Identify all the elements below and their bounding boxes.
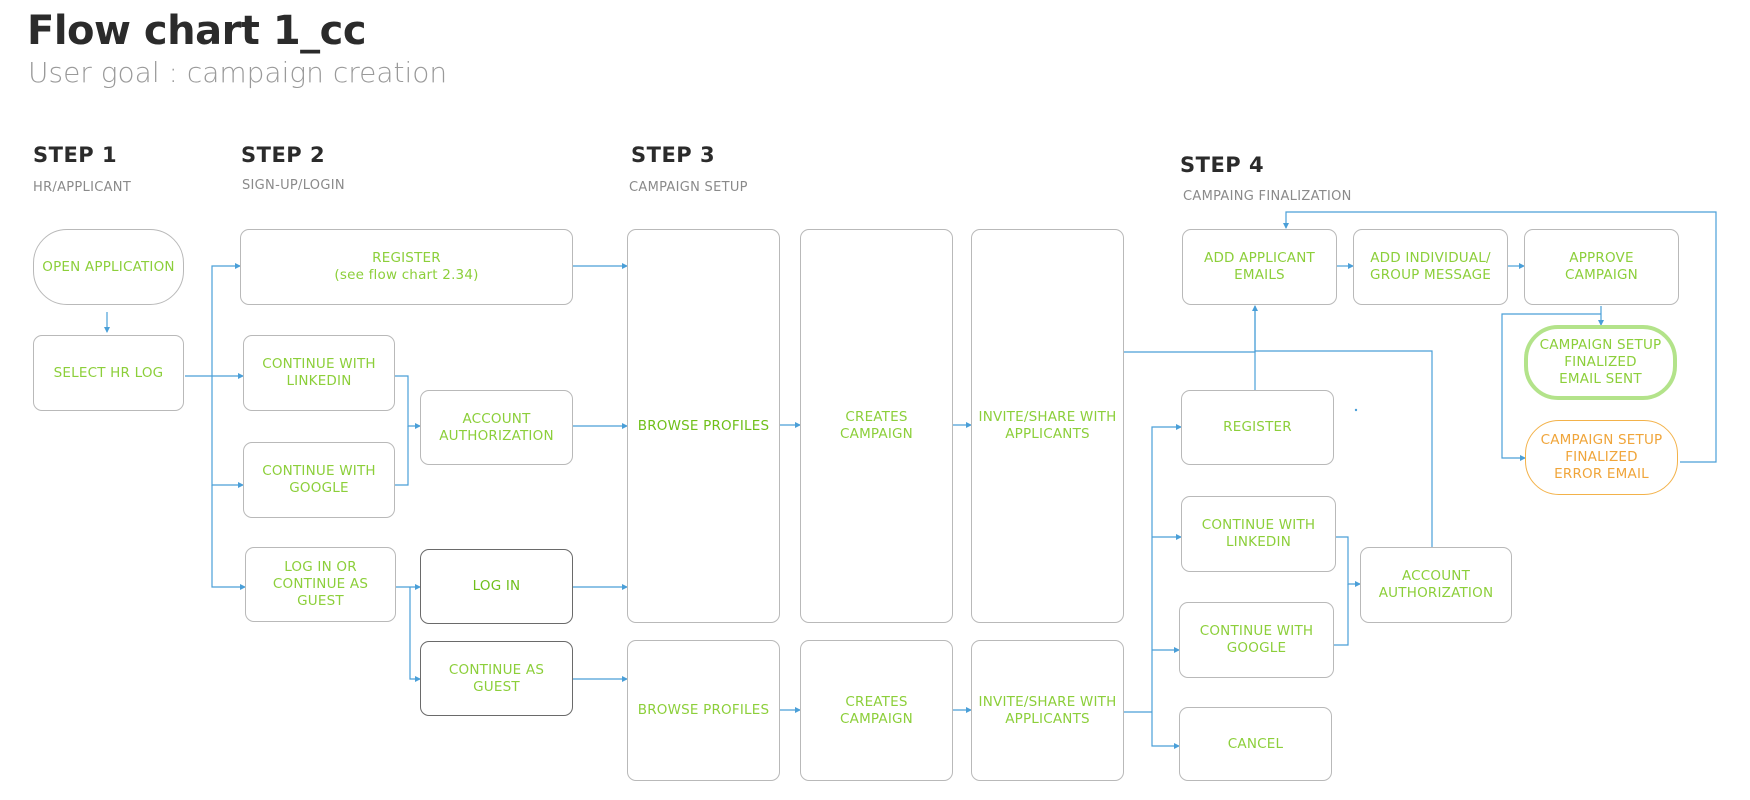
edge-invite2-register	[1151, 424, 1182, 712]
node-add-message[interactable]: ADD INDIVIDUAL/ GROUP MESSAGE	[1353, 229, 1508, 305]
node-add-applicant-emails[interactable]: ADD APPLICANT EMAILS	[1182, 229, 1337, 305]
edge-invite2-cancel	[1151, 712, 1180, 749]
node-login-or-guest[interactable]: LOG IN OR CONTINUE AS GUEST	[245, 547, 396, 622]
node-cancel[interactable]: CANCEL	[1179, 707, 1332, 781]
step-1-title: STEP 1	[33, 143, 118, 167]
node-setup-email-sent[interactable]: CAMPAIGN SETUP FINALIZED EMAIL SENT	[1524, 325, 1677, 400]
edge-linkedin2-auth	[1336, 536, 1361, 587]
node-log-in[interactable]: LOG IN	[420, 549, 573, 624]
edge-linkedin-auth	[395, 375, 421, 429]
node-invite-share-2[interactable]: INVITE/SHARE WITH APPLICANTS	[971, 640, 1124, 781]
node-approve-campaign[interactable]: APPROVE CAMPAIGN	[1524, 229, 1679, 305]
step-2-subtitle: SIGN-UP/LOGIN	[242, 178, 345, 193]
node-register-2[interactable]: REGISTER	[1181, 390, 1334, 465]
node-creates-campaign-2[interactable]: CREATES CAMPAIGN	[800, 640, 953, 781]
edge-to-google	[211, 376, 244, 488]
node-select-hr-log[interactable]: SELECT HR LOG	[33, 335, 184, 411]
node-continue-google-1[interactable]: CONTINUE WITH GOOGLE	[243, 442, 395, 518]
node-browse-profiles-1[interactable]: BROWSE PROFILES	[627, 229, 780, 623]
node-creates-campaign-1[interactable]: CREATES CAMPAIGN	[800, 229, 953, 623]
edge-to-register	[211, 263, 241, 376]
page-title: Flow chart 1_cc	[27, 8, 367, 54]
edge-approve-error	[1501, 313, 1601, 461]
step-2-title: STEP 2	[241, 143, 326, 167]
node-browse-profiles-2[interactable]: BROWSE PROFILES	[627, 640, 780, 781]
edge-google2-auth	[1334, 584, 1349, 646]
edge-to-login-guest	[211, 485, 246, 590]
node-account-authorization-1[interactable]: ACCOUNT AUTHORIZATION	[420, 390, 573, 465]
edge-choice-guest	[409, 587, 421, 682]
step-4-subtitle: CAMPAING FINALIZATION	[1183, 189, 1352, 204]
node-continue-google-2[interactable]: CONTINUE WITH GOOGLE	[1179, 602, 1334, 678]
page-subtitle: User goal : campaign creation	[28, 56, 448, 89]
edge-google-auth	[395, 426, 409, 486]
node-register-top[interactable]: REGISTER (see flow chart 2.34)	[240, 229, 573, 305]
edge-auth2-emails	[1255, 350, 1433, 548]
step-4-title: STEP 4	[1180, 153, 1265, 177]
node-account-authorization-2[interactable]: ACCOUNT AUTHORIZATION	[1360, 547, 1512, 623]
stray-dot	[1354, 408, 1358, 412]
step-3-title: STEP 3	[631, 143, 716, 167]
node-invite-share-1[interactable]: INVITE/SHARE WITH APPLICANTS	[971, 229, 1124, 623]
node-open-application[interactable]: OPEN APPLICATION	[33, 229, 184, 305]
node-continue-linkedin-2[interactable]: CONTINUE WITH LINKEDIN	[1181, 496, 1336, 572]
edge-invite1-emails	[1124, 305, 1258, 353]
node-continue-linkedin-1[interactable]: CONTINUE WITH LINKEDIN	[243, 335, 395, 411]
edge-error-loop	[1283, 211, 1717, 463]
node-continue-as-guest[interactable]: CONTINUE AS GUEST	[420, 641, 573, 716]
step-1-subtitle: HR/APPLICANT	[33, 180, 132, 195]
step-3-subtitle: CAMPAIGN SETUP	[629, 180, 748, 195]
node-setup-error-email[interactable]: CAMPAIGN SETUP FINALIZED ERROR EMAIL	[1525, 420, 1678, 495]
